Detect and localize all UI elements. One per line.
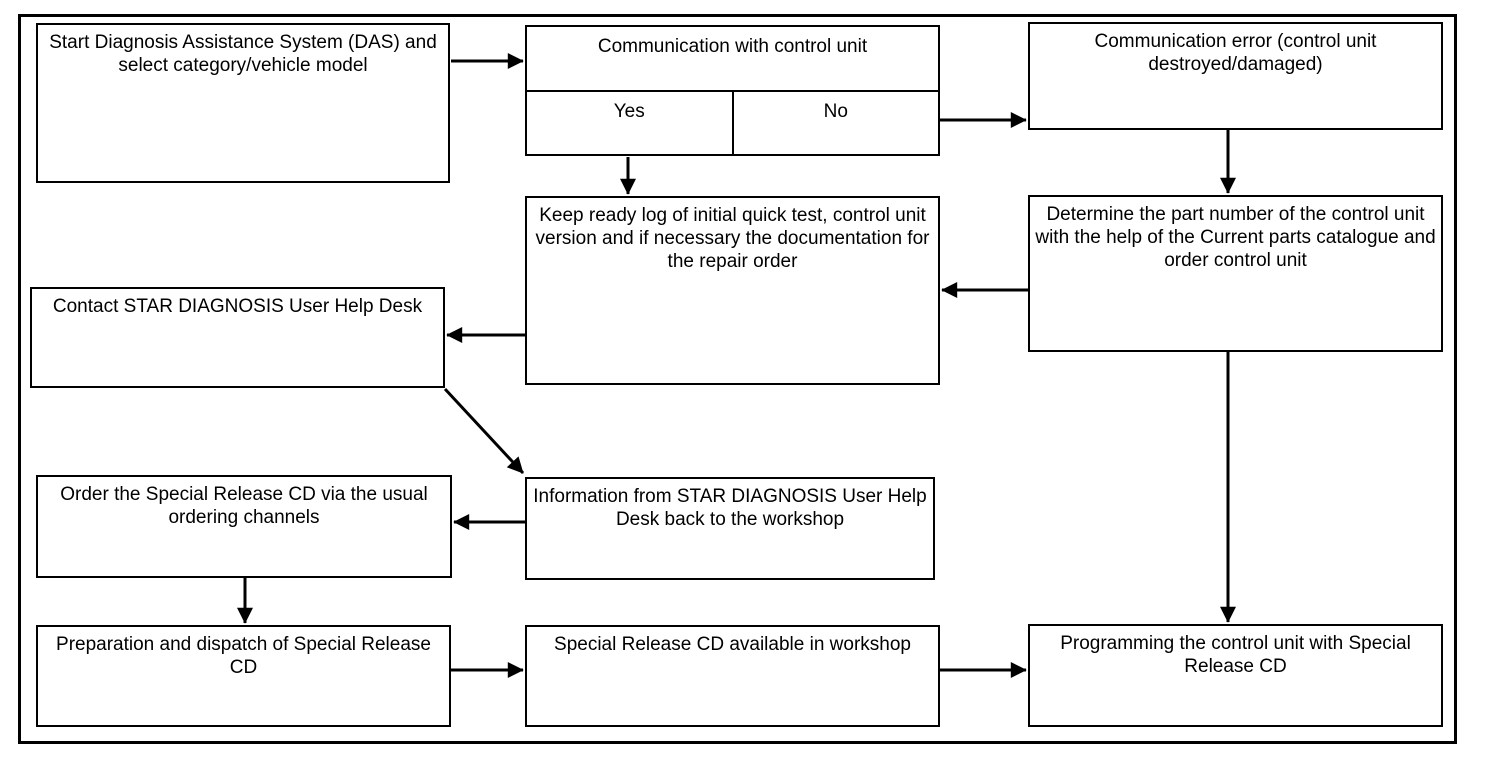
node-order-cd-label: Order the Special Release CD via the usu… [60, 484, 428, 528]
node-comm-error-label: Communication error (control unit destro… [1094, 31, 1377, 75]
node-prepare-cd-label: Preparation and dispatch of Special Rele… [56, 634, 431, 678]
edge-contact-help-desk-to-info-back [443, 387, 525, 475]
node-determine-part-label: Determine the part number of the control… [1035, 204, 1436, 271]
branch-no: No [823, 101, 848, 122]
node-cd-available: Special Release CD available in workshop [525, 625, 940, 727]
node-comm-error: Communication error (control unit destro… [1028, 22, 1443, 130]
node-keep-log-label: Keep ready log of initial quick test, co… [535, 205, 930, 272]
node-programming-label: Programming the control unit with Specia… [1060, 633, 1411, 677]
node-info-back-label: Information from STAR DIAGNOSIS User Hel… [533, 486, 927, 530]
node-keep-log: Keep ready log of initial quick test, co… [525, 196, 940, 385]
node-order-cd: Order the Special Release CD via the usu… [36, 475, 452, 578]
node-comm-check: Communication with control unit Yes No [525, 25, 940, 156]
node-contact-help-desk-label: Contact STAR DIAGNOSIS User Help Desk [52, 296, 423, 317]
comm-check-branch-row: Yes No [527, 92, 938, 154]
branch-yes: Yes [527, 92, 734, 154]
node-determine-part: Determine the part number of the control… [1028, 195, 1443, 352]
node-start: Start Diagnosis Assistance System (DAS) … [36, 23, 450, 183]
node-info-back: Information from STAR DIAGNOSIS User Hel… [525, 477, 935, 580]
node-contact-help-desk: Contact STAR DIAGNOSIS User Help Desk [30, 287, 445, 388]
node-cd-available-label: Special Release CD available in workshop [554, 634, 911, 655]
node-programming: Programming the control unit with Specia… [1028, 624, 1443, 727]
node-comm-check-label: Communication with control unit [527, 27, 938, 92]
node-prepare-cd: Preparation and dispatch of Special Rele… [36, 625, 451, 727]
node-start-label: Start Diagnosis Assistance System (DAS) … [49, 32, 437, 76]
